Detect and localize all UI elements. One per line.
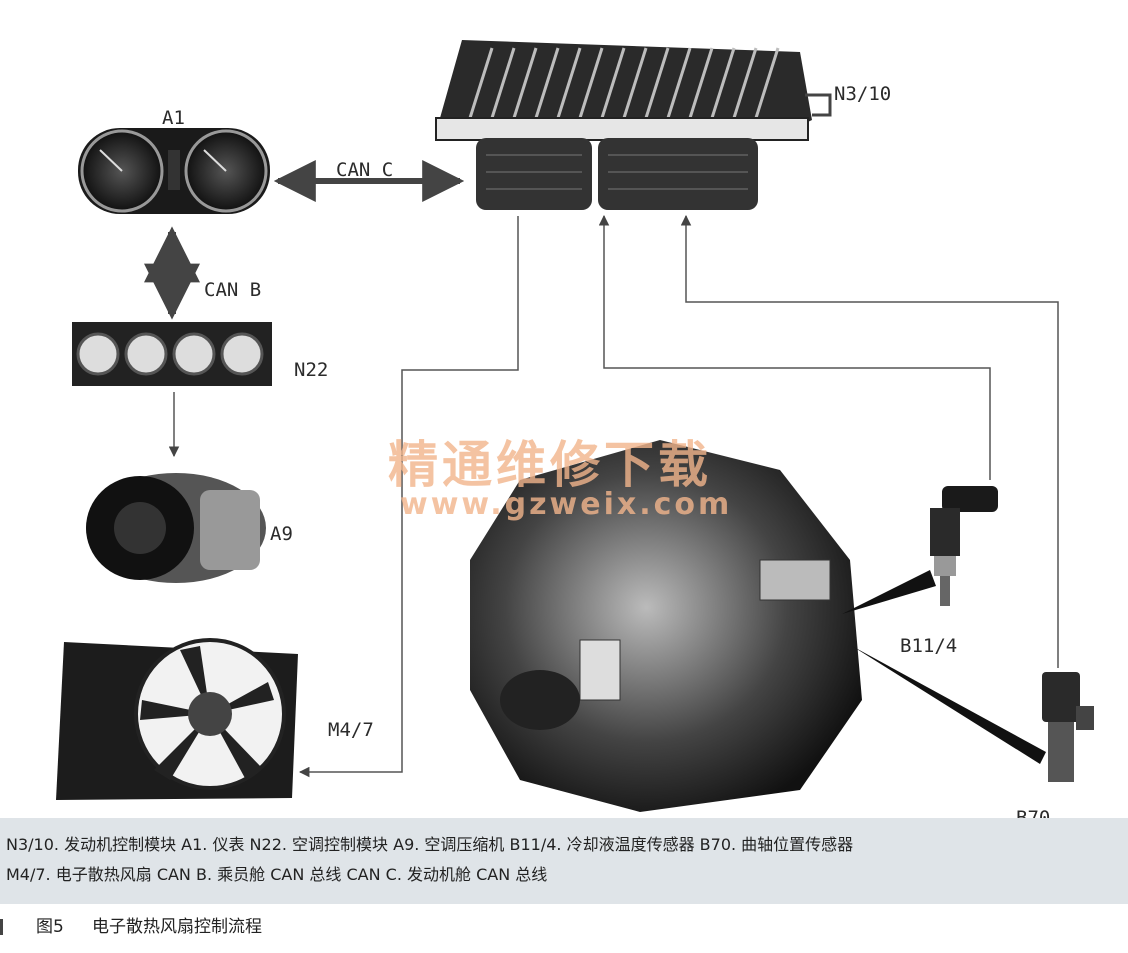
label-instrument: A1 [162, 107, 185, 129]
label-coolant-sensor: B11/4 [900, 635, 957, 657]
label-ecu: N3/10 [834, 83, 891, 105]
label-can-b: CAN B [204, 279, 261, 301]
ecu-module [435, 40, 832, 210]
coolant-sensor-pointer [842, 570, 936, 614]
ecu-to-fan-line [298, 216, 519, 778]
ac-control-module [72, 322, 272, 386]
legend-line-2: M4/7. 电子散热风扇 CAN B. 乘员舱 CAN 总线 CAN C. 发动… [6, 865, 548, 884]
crank-sensor-pointer [852, 646, 1046, 764]
ac-compressor [86, 473, 266, 583]
legend: N3/10. 发动机控制模块 A1. 仪表 N22. 空调控制模块 A9. 空调… [0, 818, 1128, 904]
label-ac-module: N22 [294, 359, 328, 381]
caption-marker [0, 919, 3, 935]
cooling-fan [56, 638, 298, 800]
label-fan: M4/7 [328, 719, 374, 741]
crank-position-sensor [1042, 672, 1094, 782]
engine [470, 440, 862, 812]
crank-sensor-line [680, 214, 1059, 668]
coolant-temp-sensor [930, 486, 998, 606]
watermark-url: www.gzweix.com [400, 487, 732, 522]
label-can-c: CAN C [336, 159, 393, 181]
figure-caption: 图5 电子散热风扇控制流程 [0, 912, 1128, 942]
watermark-title: 精通维修下载 [388, 435, 712, 494]
coolant-sensor-line [598, 214, 991, 480]
figure-number: 图5 [36, 917, 64, 937]
label-crank-sensor: B70 [1016, 807, 1050, 818]
instrument-cluster [78, 128, 270, 214]
diagram: N3/10 A1 CAN C CAN B N22 A9 [56, 40, 1094, 818]
figure-title: 电子散热风扇控制流程 [92, 917, 262, 937]
label-compressor: A9 [270, 523, 293, 545]
legend-line-1: N3/10. 发动机控制模块 A1. 仪表 N22. 空调控制模块 A9. 空调… [6, 835, 854, 854]
